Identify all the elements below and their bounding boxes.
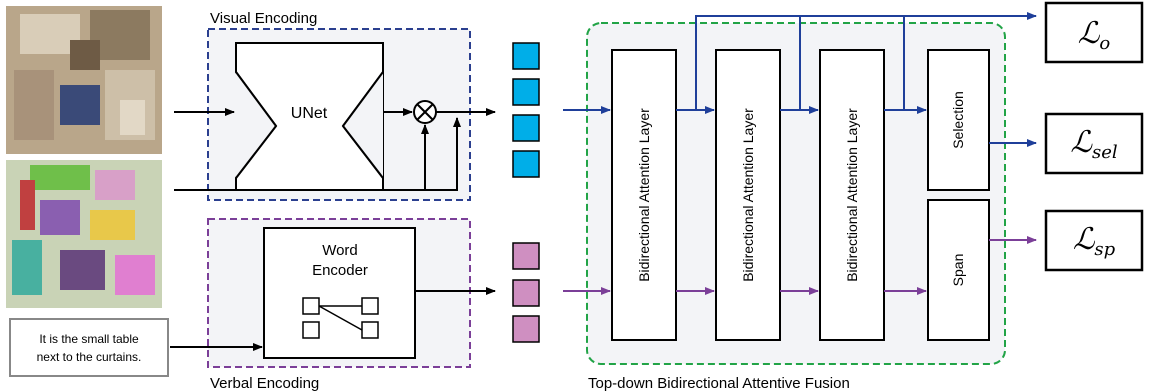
query-text-line-2: next to the curtains. (37, 350, 142, 364)
unet-label: UNet (291, 105, 328, 122)
loss-sp-subscript: sp (1094, 239, 1115, 260)
fusion-title: Top-down Bidirectional Attentive Fusion (588, 375, 850, 392)
loss-o-symbol: ℒ (1078, 16, 1101, 51)
loss-sp-symbol: ℒ (1073, 222, 1096, 257)
attention-layer-3 (819, 49, 885, 341)
loss-sel-symbol: ℒ (1070, 125, 1093, 160)
word-encoder-block (263, 227, 416, 359)
word-encoder-label-2: Encoder (312, 262, 368, 279)
attention-layer-2-label: Bidirectional Attention Layer (740, 108, 756, 282)
loss-sel-box (1044, 112, 1144, 175)
point-cloud-rgb-image (6, 6, 162, 154)
loss-o-subscript: o (1099, 33, 1110, 54)
fusion-panel (586, 22, 1006, 365)
loss-sel-subscript: sel (1092, 142, 1118, 163)
loss-o-box (1044, 1, 1144, 64)
attention-layer-1-label: Bidirectional Attention Layer (636, 108, 652, 282)
span-block (927, 199, 990, 341)
attention-layer-1 (611, 49, 677, 341)
word-encoder-label-1: Word (322, 242, 358, 259)
attention-layer-3-label: Bidirectional Attention Layer (844, 108, 860, 282)
verbal-encoding-title: Verbal Encoding (210, 375, 319, 392)
loss-o-label: ℒo (1078, 16, 1111, 54)
multiply-node (413, 100, 437, 124)
selection-block (927, 49, 990, 191)
attention-layer-2 (715, 49, 781, 341)
query-box (9, 318, 169, 377)
query-text-line-1: It is the small table (39, 332, 139, 346)
visual-encoding-title: Visual Encoding (210, 10, 317, 27)
span-label: Span (950, 254, 966, 287)
verbal-token-stack (512, 242, 540, 343)
visual-token-stack (512, 42, 540, 178)
selection-label: Selection (950, 91, 966, 149)
word-graph-icon (302, 297, 379, 339)
point-cloud-segmentation-image (6, 160, 162, 308)
loss-sp-label: ℒsp (1073, 222, 1116, 260)
loss-sp-box (1044, 209, 1144, 272)
loss-sel-label: ℒsel (1070, 125, 1117, 163)
